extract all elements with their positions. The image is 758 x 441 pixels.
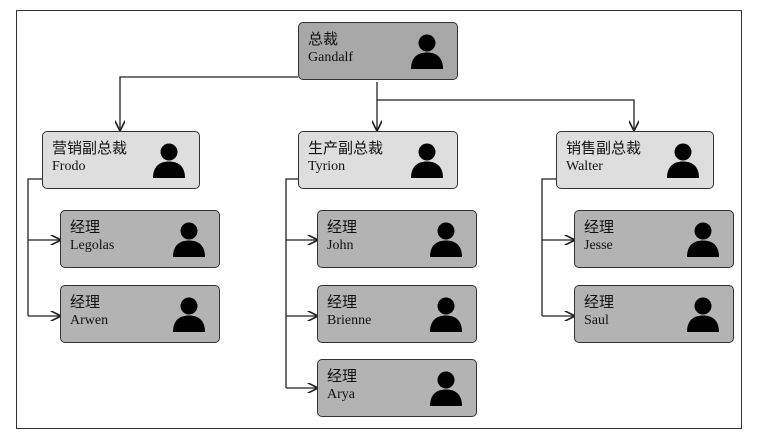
person-silhouette-icon <box>687 297 719 332</box>
node-manager-jesse: 经理 Jesse <box>574 210 734 268</box>
person-silhouette-icon <box>430 222 462 257</box>
node-manager-arya: 经理 Arya <box>317 359 477 417</box>
node-person-name: Brienne <box>327 313 372 328</box>
node-title: 经理 <box>327 218 358 236</box>
node-title: 经理 <box>584 293 615 311</box>
connector-ceo-to-marketing <box>120 76 298 130</box>
node-manager-arwen: 经理 Arwen <box>60 285 220 343</box>
node-title: 经理 <box>70 218 101 236</box>
node-title: 营销副总裁 <box>52 139 128 157</box>
node-person-name: Legolas <box>70 238 115 253</box>
person-silhouette-icon <box>430 297 462 332</box>
node-person-name: Arwen <box>70 313 109 328</box>
node-title: 销售副总裁 <box>566 139 642 157</box>
node-vp-sales: 销售副总裁 Walter <box>556 131 714 189</box>
node-manager-john: 经理 John <box>317 210 477 268</box>
connector-production-trunk <box>285 178 298 388</box>
node-vp-marketing: 营销副总裁 Frodo <box>42 131 200 189</box>
person-silhouette-icon <box>411 34 443 69</box>
node-manager-saul: 经理 Saul <box>574 285 734 343</box>
connector-ceo-to-sales <box>377 99 634 130</box>
node-title: 经理 <box>70 293 101 311</box>
node-person-name: Jesse <box>584 238 613 253</box>
node-title: 总裁 <box>308 30 339 48</box>
node-manager-brienne: 经理 Brienne <box>317 285 477 343</box>
person-silhouette-icon <box>430 371 462 406</box>
node-person-name: Walter <box>566 159 603 174</box>
connector-sales-trunk <box>541 178 556 316</box>
node-title: 经理 <box>584 218 615 236</box>
node-title: 经理 <box>327 367 358 385</box>
node-person-name: Saul <box>584 313 609 328</box>
node-title: 生产副总裁 <box>308 139 384 157</box>
person-silhouette-icon <box>173 297 205 332</box>
person-silhouette-icon <box>153 143 185 178</box>
node-person-name: Tyrion <box>308 159 346 174</box>
node-person-name: Frodo <box>52 159 86 174</box>
node-ceo: 总裁 Gandalf <box>298 22 458 80</box>
person-silhouette-icon <box>173 222 205 257</box>
node-manager-legolas: 经理 Legolas <box>60 210 220 268</box>
person-silhouette-icon <box>411 143 443 178</box>
person-silhouette-icon <box>687 222 719 257</box>
node-person-name: Arya <box>327 387 355 402</box>
node-title: 经理 <box>327 293 358 311</box>
node-person-name: John <box>327 238 354 253</box>
node-vp-production: 生产副总裁 Tyrion <box>298 131 458 189</box>
node-person-name: Gandalf <box>308 50 354 65</box>
diagram-frame <box>16 10 742 429</box>
person-silhouette-icon <box>667 143 699 178</box>
connector-marketing-trunk <box>27 178 42 316</box>
